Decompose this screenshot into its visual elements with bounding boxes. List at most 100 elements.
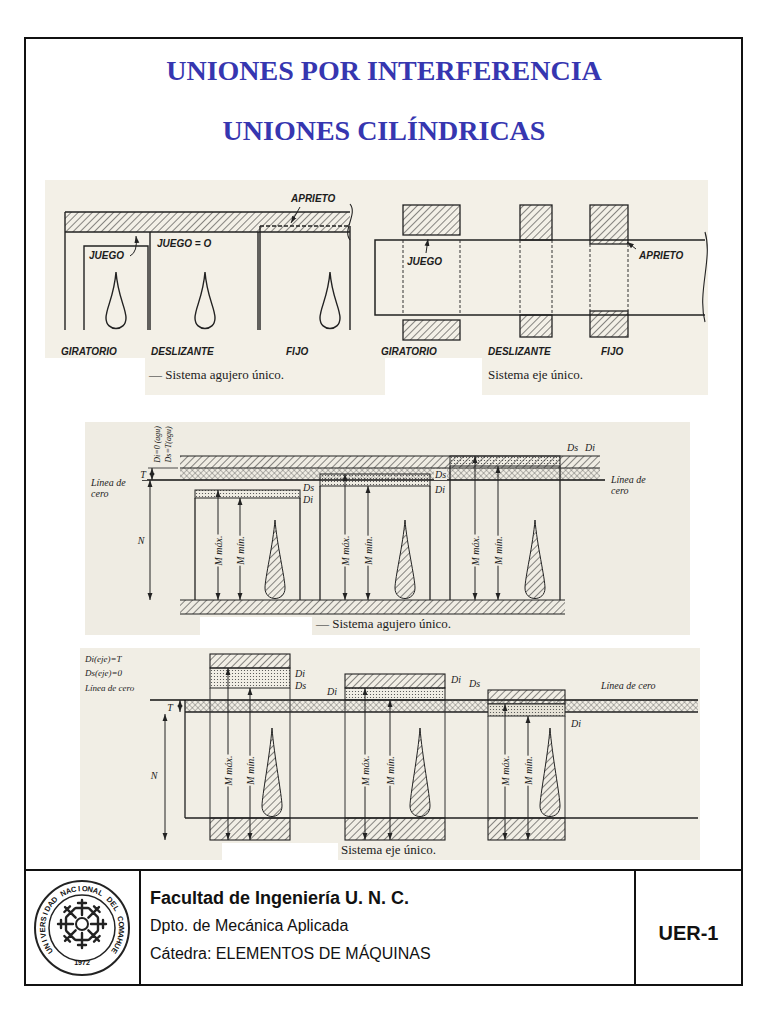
tolerance-figure-hole bbox=[85, 422, 690, 639]
footer-divider bbox=[139, 870, 141, 985]
page-title: UNIONES POR INTERFERENCIA bbox=[166, 56, 602, 87]
hidden-edge bbox=[403, 240, 628, 315]
dimension-label: Di bbox=[326, 686, 338, 697]
break-symbol bbox=[540, 728, 560, 817]
shaft-tolerance-zone bbox=[320, 474, 430, 486]
interference-edge bbox=[260, 225, 350, 226]
break-symbol bbox=[320, 272, 340, 329]
hub-section bbox=[345, 674, 445, 688]
dimension-line bbox=[152, 468, 153, 480]
footer-divider bbox=[634, 870, 636, 985]
emblem-ring bbox=[49, 895, 115, 961]
break-symbol bbox=[262, 728, 282, 817]
break-symbol bbox=[265, 520, 285, 599]
dimension-label: Línea de cero bbox=[84, 684, 135, 694]
shaft-tolerance-zone bbox=[185, 700, 698, 712]
hole-wall-edge bbox=[180, 456, 600, 468]
emblem-ray bbox=[76, 933, 88, 948]
emblem-ray bbox=[91, 918, 106, 930]
dimension-label: M mín. bbox=[523, 755, 534, 785]
hole-wall bbox=[180, 456, 600, 468]
dimension-line bbox=[180, 700, 181, 712]
fit-label: FIJO bbox=[600, 346, 624, 357]
tolerance-figure-shaft bbox=[80, 648, 700, 862]
fit-label: GIRATORIO bbox=[380, 346, 438, 357]
emblem-ray bbox=[76, 900, 88, 915]
fit-label: DESLIZANTE bbox=[150, 346, 215, 357]
seal-letter: E bbox=[79, 897, 120, 932]
hub-section bbox=[520, 315, 552, 337]
dimension-label: Ds(eje)=0 bbox=[84, 669, 123, 679]
fit-label: APRIETO bbox=[638, 250, 684, 261]
dimension-label: Di bbox=[570, 718, 582, 729]
dimension-label: Ds=T(agu) bbox=[165, 425, 174, 463]
fit-label: FIJO bbox=[285, 346, 309, 357]
university-emblem bbox=[49, 895, 115, 961]
dimension-line bbox=[165, 714, 166, 840]
hub-section bbox=[488, 690, 565, 704]
dimension-line bbox=[498, 466, 499, 600]
hub-section bbox=[488, 818, 565, 840]
seal-year: 1972 bbox=[74, 959, 90, 967]
hub-section bbox=[345, 818, 445, 840]
dimension-label: M máx. bbox=[340, 534, 351, 566]
fit-label: JUEGO = O bbox=[156, 238, 212, 249]
hole-tolerance-zone bbox=[488, 704, 565, 716]
hole-tolerance-zone bbox=[345, 688, 445, 700]
dimension-label: Ds bbox=[434, 469, 447, 480]
break-line bbox=[703, 232, 708, 322]
hole-wall-edge bbox=[180, 600, 565, 614]
institution-text: Facultad de Ingeniería U. N. C. bbox=[150, 884, 409, 912]
hub-section bbox=[520, 205, 552, 240]
hub-edge bbox=[210, 688, 565, 818]
dimension-label: Línea de cero bbox=[90, 477, 138, 499]
shaft-tolerance-zone bbox=[450, 456, 560, 466]
dimension-label: Di bbox=[434, 484, 446, 495]
hub-section bbox=[210, 654, 290, 668]
fit-label: DESLIZANTE bbox=[487, 346, 552, 357]
emblem-core bbox=[76, 918, 88, 930]
emblem-ray bbox=[61, 926, 80, 945]
seal-inscription: UNIVERSIDAD NACIONAL DEL COMAHUE bbox=[38, 884, 126, 972]
blank-patch bbox=[38, 358, 145, 396]
figure-caption: Sistema eje único. bbox=[340, 843, 437, 857]
dimension-label: Ds bbox=[294, 680, 307, 691]
institution-text: Dpto. de Mecánica Aplicada bbox=[150, 912, 348, 940]
footer-cell: Facultad de Ingeniería U. N. C.Dpto. de … bbox=[150, 884, 630, 970]
dimension-lines bbox=[165, 668, 528, 840]
blank-patch bbox=[385, 358, 482, 404]
break-symbol bbox=[410, 728, 430, 817]
dimension-label: M mín. bbox=[363, 535, 374, 565]
institution-text: Cátedra: ELEMENTOS DE MÁQUINAS bbox=[150, 940, 431, 968]
dimension-line bbox=[150, 480, 151, 600]
emblem-star bbox=[58, 900, 106, 948]
dimension-label: M mín. bbox=[235, 535, 246, 565]
dimension-label: M mín. bbox=[245, 755, 256, 785]
fit-label: JUEGO bbox=[406, 256, 443, 267]
shaft-outline bbox=[375, 240, 705, 315]
dimension-label: Di=0 (agu) bbox=[154, 425, 163, 464]
dimension-label: N bbox=[150, 770, 159, 781]
hole-wall-edge bbox=[65, 212, 350, 232]
shaft-system bbox=[375, 205, 707, 340]
shaft-edge bbox=[150, 226, 350, 330]
dimension-label: Línea de cero bbox=[600, 680, 657, 691]
break-symbol bbox=[106, 272, 126, 329]
hub-section bbox=[403, 320, 460, 340]
dimension-label: M máx. bbox=[360, 754, 371, 786]
leader-line bbox=[426, 239, 428, 253]
dimension-label: M máx. bbox=[470, 534, 481, 566]
shaft-edge bbox=[195, 466, 560, 600]
scan-ground bbox=[85, 422, 690, 635]
dimension-label: T bbox=[166, 702, 174, 713]
break-symbol bbox=[195, 272, 215, 329]
dimension-label: Línea de cero bbox=[610, 474, 662, 496]
emblem-ray bbox=[84, 903, 103, 922]
sheet-code: UER-1 bbox=[658, 918, 718, 948]
fit-label: JUEGO bbox=[88, 250, 125, 261]
hole-tolerance-zone bbox=[488, 704, 565, 716]
dimension-label: M mín. bbox=[385, 755, 396, 785]
dimension-label: M máx. bbox=[500, 754, 511, 786]
footer-cell: UER-1 bbox=[637, 918, 740, 948]
shaft-tolerance-zone bbox=[195, 490, 300, 498]
